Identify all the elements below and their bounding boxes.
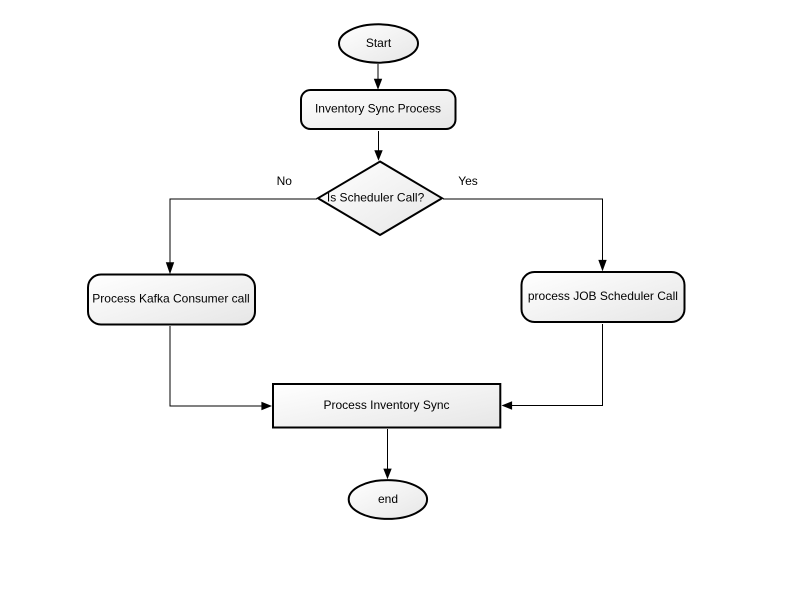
svg-text:Process Inventory Sync: Process Inventory Sync (323, 398, 449, 412)
svg-text:Start: Start (366, 36, 392, 50)
svg-text:Is Scheduler Call?: Is Scheduler Call? (327, 190, 425, 204)
svg-text:Process Kafka Consumer call: Process Kafka Consumer call (92, 292, 249, 306)
svg-text:No: No (277, 174, 293, 188)
svg-text:end: end (378, 492, 398, 506)
svg-text:process JOB Scheduler Call: process JOB Scheduler Call (528, 289, 678, 303)
svg-text:Inventory Sync Process: Inventory Sync Process (315, 102, 441, 116)
svg-text:Yes: Yes (458, 174, 478, 188)
